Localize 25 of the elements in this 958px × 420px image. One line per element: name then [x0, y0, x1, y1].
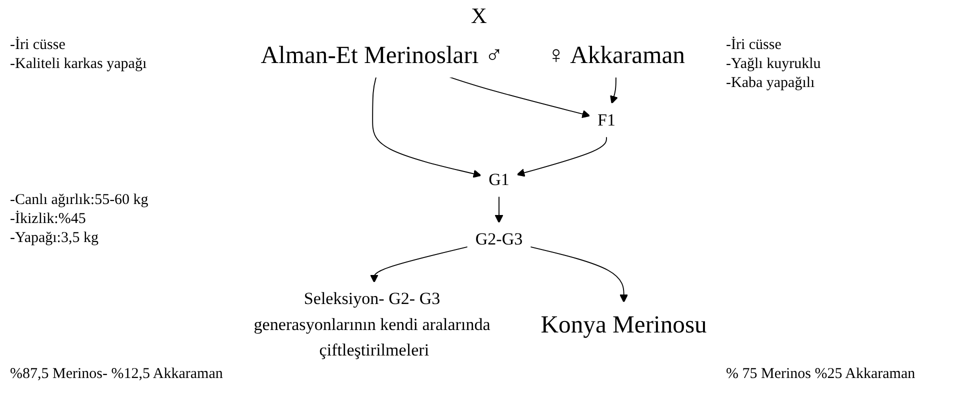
arrow: [610, 76, 618, 104]
note-text: -İri cüsse: [10, 36, 66, 55]
note-text: %87,5 Merinos- %12,5 Akkaraman: [10, 365, 224, 384]
note-text: -İri cüsse: [726, 36, 782, 55]
note-text: -Yapağı:3,5 kg: [10, 229, 100, 248]
note-text: -Kaliteli karkas yapağı: [10, 55, 148, 74]
node-text: Konya Merinosu: [540, 310, 707, 338]
note-text: % 75 Merinos %25 Akkaraman: [726, 365, 916, 384]
node-text: G1: [488, 170, 510, 189]
note-text: -Yağlı kuyruklu: [726, 55, 822, 74]
note-text: -Canlı ağırlık:55-60 kg: [10, 191, 150, 210]
arrow: [448, 76, 590, 118]
node-text: Alman-Et Merinosları ♂: [260, 41, 504, 69]
arrow: [370, 246, 468, 283]
note-text: X: [471, 6, 487, 25]
node-text: Seleksiyon- G2- G3 generasyonlarının kendi aralarında çiftleştirilmeleri: [254, 289, 490, 360]
node-text: F1: [597, 110, 616, 130]
arrow: [530, 246, 628, 303]
arrow: [494, 196, 504, 224]
arrow: [372, 76, 482, 178]
node-text: G2-G3: [475, 229, 523, 248]
note-text: -İkizlik:%45: [10, 210, 87, 229]
node-text: ♀ Akkaraman: [546, 41, 685, 69]
note-text: -Kaba yapağılı: [726, 74, 816, 93]
arrow: [516, 136, 607, 177]
